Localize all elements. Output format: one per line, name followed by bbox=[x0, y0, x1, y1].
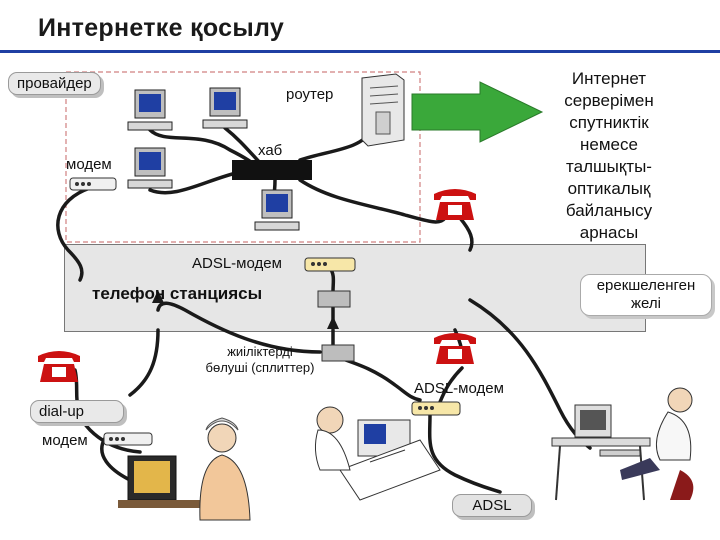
title-rule bbox=[0, 50, 720, 53]
person-icon bbox=[314, 406, 441, 501]
modem-icon bbox=[304, 257, 356, 272]
special-line-callout: ерекшеленген желі bbox=[580, 274, 712, 316]
side-line: оптикалық bbox=[567, 179, 651, 198]
splitter-icon bbox=[317, 290, 351, 308]
hub-label: хаб bbox=[258, 142, 283, 159]
special-line-line2: желі bbox=[631, 295, 661, 312]
telephone-icon bbox=[434, 333, 476, 364]
slide-title: Интернетке қосылу bbox=[38, 14, 285, 42]
telephone-icon bbox=[434, 189, 476, 220]
computer-icon bbox=[127, 89, 173, 131]
telephone-station-box bbox=[64, 244, 646, 332]
person-icon bbox=[551, 387, 694, 501]
side-line: байланысу bbox=[565, 201, 653, 220]
telephone-icon bbox=[38, 351, 80, 382]
up-arrows bbox=[152, 290, 339, 329]
modem-icon bbox=[411, 401, 461, 416]
person-icon bbox=[118, 417, 251, 521]
side-line: серверімен bbox=[564, 91, 654, 110]
side-description: Интернет серверімен спутниктік немесе та… bbox=[544, 68, 674, 244]
provider-label: провайдер bbox=[8, 72, 101, 95]
splitter-icon bbox=[321, 344, 355, 362]
dialup-modem-label: модем bbox=[42, 432, 88, 449]
server-icon bbox=[361, 73, 405, 147]
modem-icon bbox=[69, 177, 117, 191]
hub-icon bbox=[232, 160, 312, 180]
adsl-label: ADSL bbox=[452, 494, 532, 517]
provider-region bbox=[65, 71, 421, 243]
modem-icon bbox=[103, 432, 153, 446]
arrow-right-icon bbox=[411, 81, 544, 143]
computer-icon bbox=[254, 189, 300, 231]
computer-icon bbox=[202, 87, 248, 129]
router-label: роутер bbox=[286, 86, 334, 103]
special-line-line1: ерекшеленген bbox=[596, 277, 696, 294]
side-line: талшықты- bbox=[566, 157, 652, 176]
dialup-label: dial-up bbox=[30, 400, 124, 423]
side-line: спутниктік bbox=[569, 113, 649, 132]
splitter-label-line1: жиіліктерді bbox=[227, 344, 293, 359]
adsl-modem-home-label: ADSL-модем bbox=[414, 380, 504, 397]
side-line: немесе bbox=[580, 135, 638, 154]
splitter-label-line2: бөлуші (сплиттер) bbox=[205, 360, 315, 375]
telephone-station-label: телефон станциясы bbox=[92, 284, 263, 303]
computer-icon bbox=[127, 147, 173, 189]
adsl-modem-station-label: ADSL-модем bbox=[192, 255, 282, 272]
splitter-label: жиіліктерді бөлуші (сплиттер) bbox=[190, 344, 330, 376]
side-line: Интернет bbox=[571, 69, 647, 88]
side-line: арнасы bbox=[579, 223, 639, 242]
modem-label: модем bbox=[66, 156, 112, 173]
